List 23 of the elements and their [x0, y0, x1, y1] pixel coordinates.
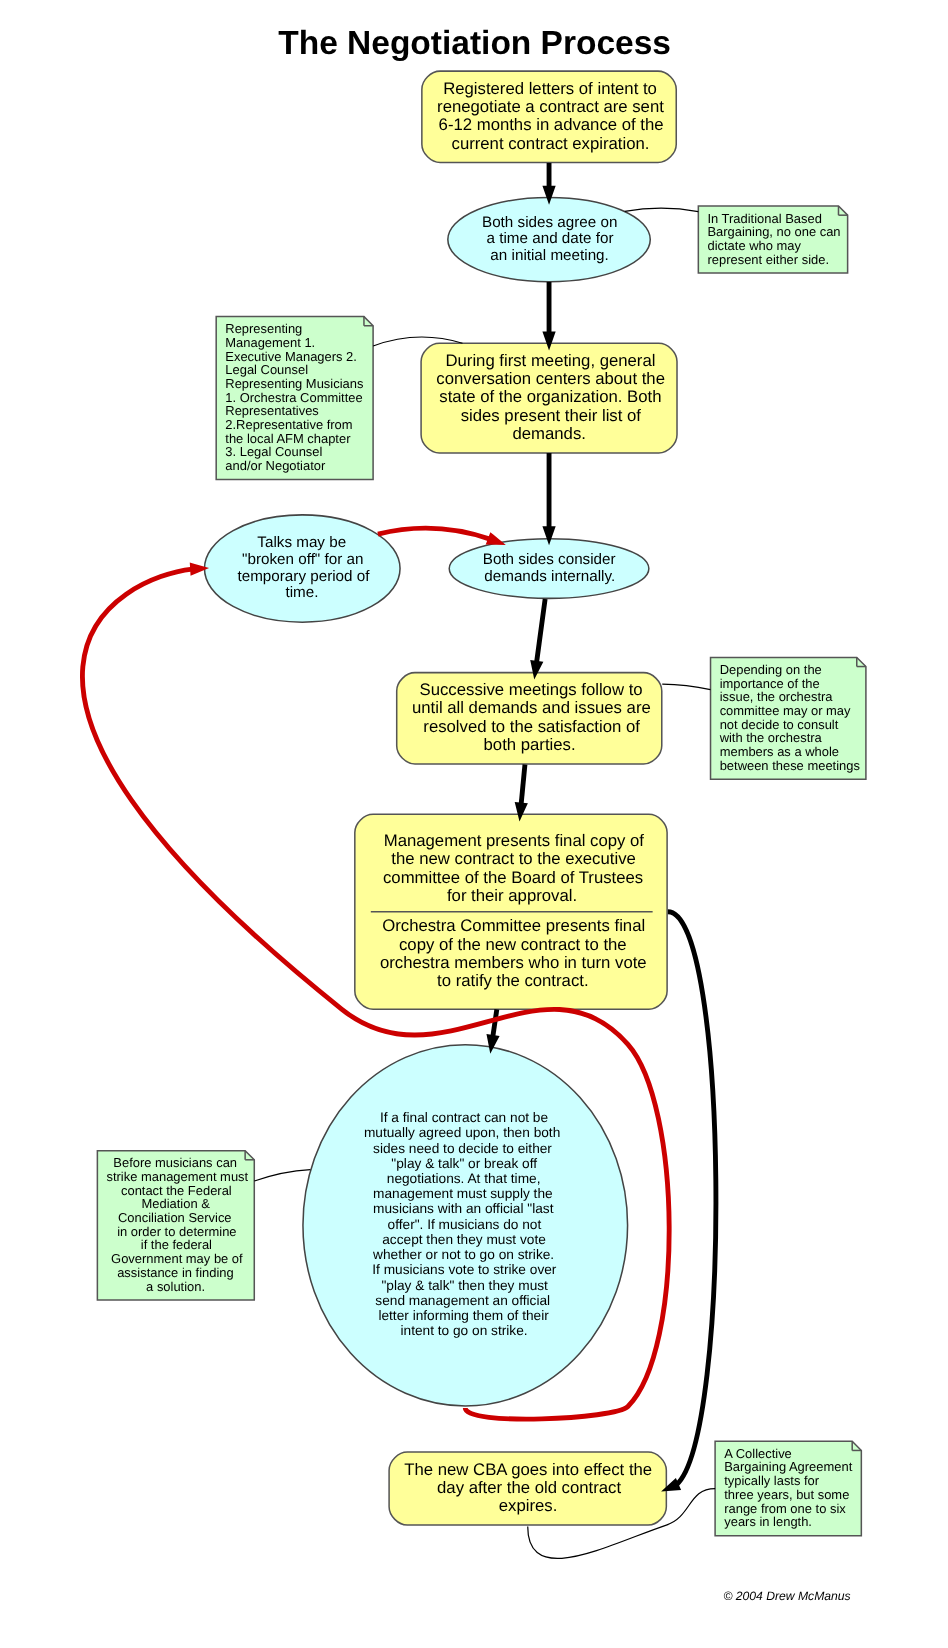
arrow — [542, 453, 556, 546]
arrow — [542, 162, 556, 205]
connector — [253, 1169, 312, 1182]
arrow — [530, 598, 548, 680]
node-box: Registered letters of intent to renegotiate a contract are sent 6-12 months in advance of the current contract expiration. — [421, 70, 677, 164]
arrow — [661, 909, 719, 1492]
node-box: The new CBA goes into effect the day after the old contract expires. — [388, 1451, 668, 1526]
arrow — [377, 525, 506, 545]
arrow — [514, 764, 528, 822]
node-box: Successive meetings follow to until all demands and issues are resolved to the satisfaction of both parties. — [395, 671, 663, 765]
connector — [624, 207, 699, 213]
node-box: During first meeting, general conversation centers about the state of the organization. Both sides present their list of demands. — [420, 342, 678, 454]
connector — [527, 1487, 716, 1559]
arrow — [542, 281, 556, 351]
node-ellipse: Both sides agree on a time and date for an initial meeting. — [447, 196, 651, 283]
node-ellipse: Talks may be "broken off" for an temporary period of time. — [203, 514, 401, 623]
node-ellipse: Both sides consider demands internally. — [448, 537, 650, 600]
node-box: Management presents final copy of the new contract to the executive committee of the Board of Trustees for their approval. Orchestra Committee presents final copy of the new contract to the orchestra members who in turn vote to ratify the contract. — [354, 813, 668, 1011]
connector — [661, 683, 712, 691]
connector — [372, 336, 464, 347]
arrow — [486, 1009, 500, 1054]
arrow — [81, 562, 672, 1422]
diagram-title: The Negotiation Process — [278, 23, 672, 62]
